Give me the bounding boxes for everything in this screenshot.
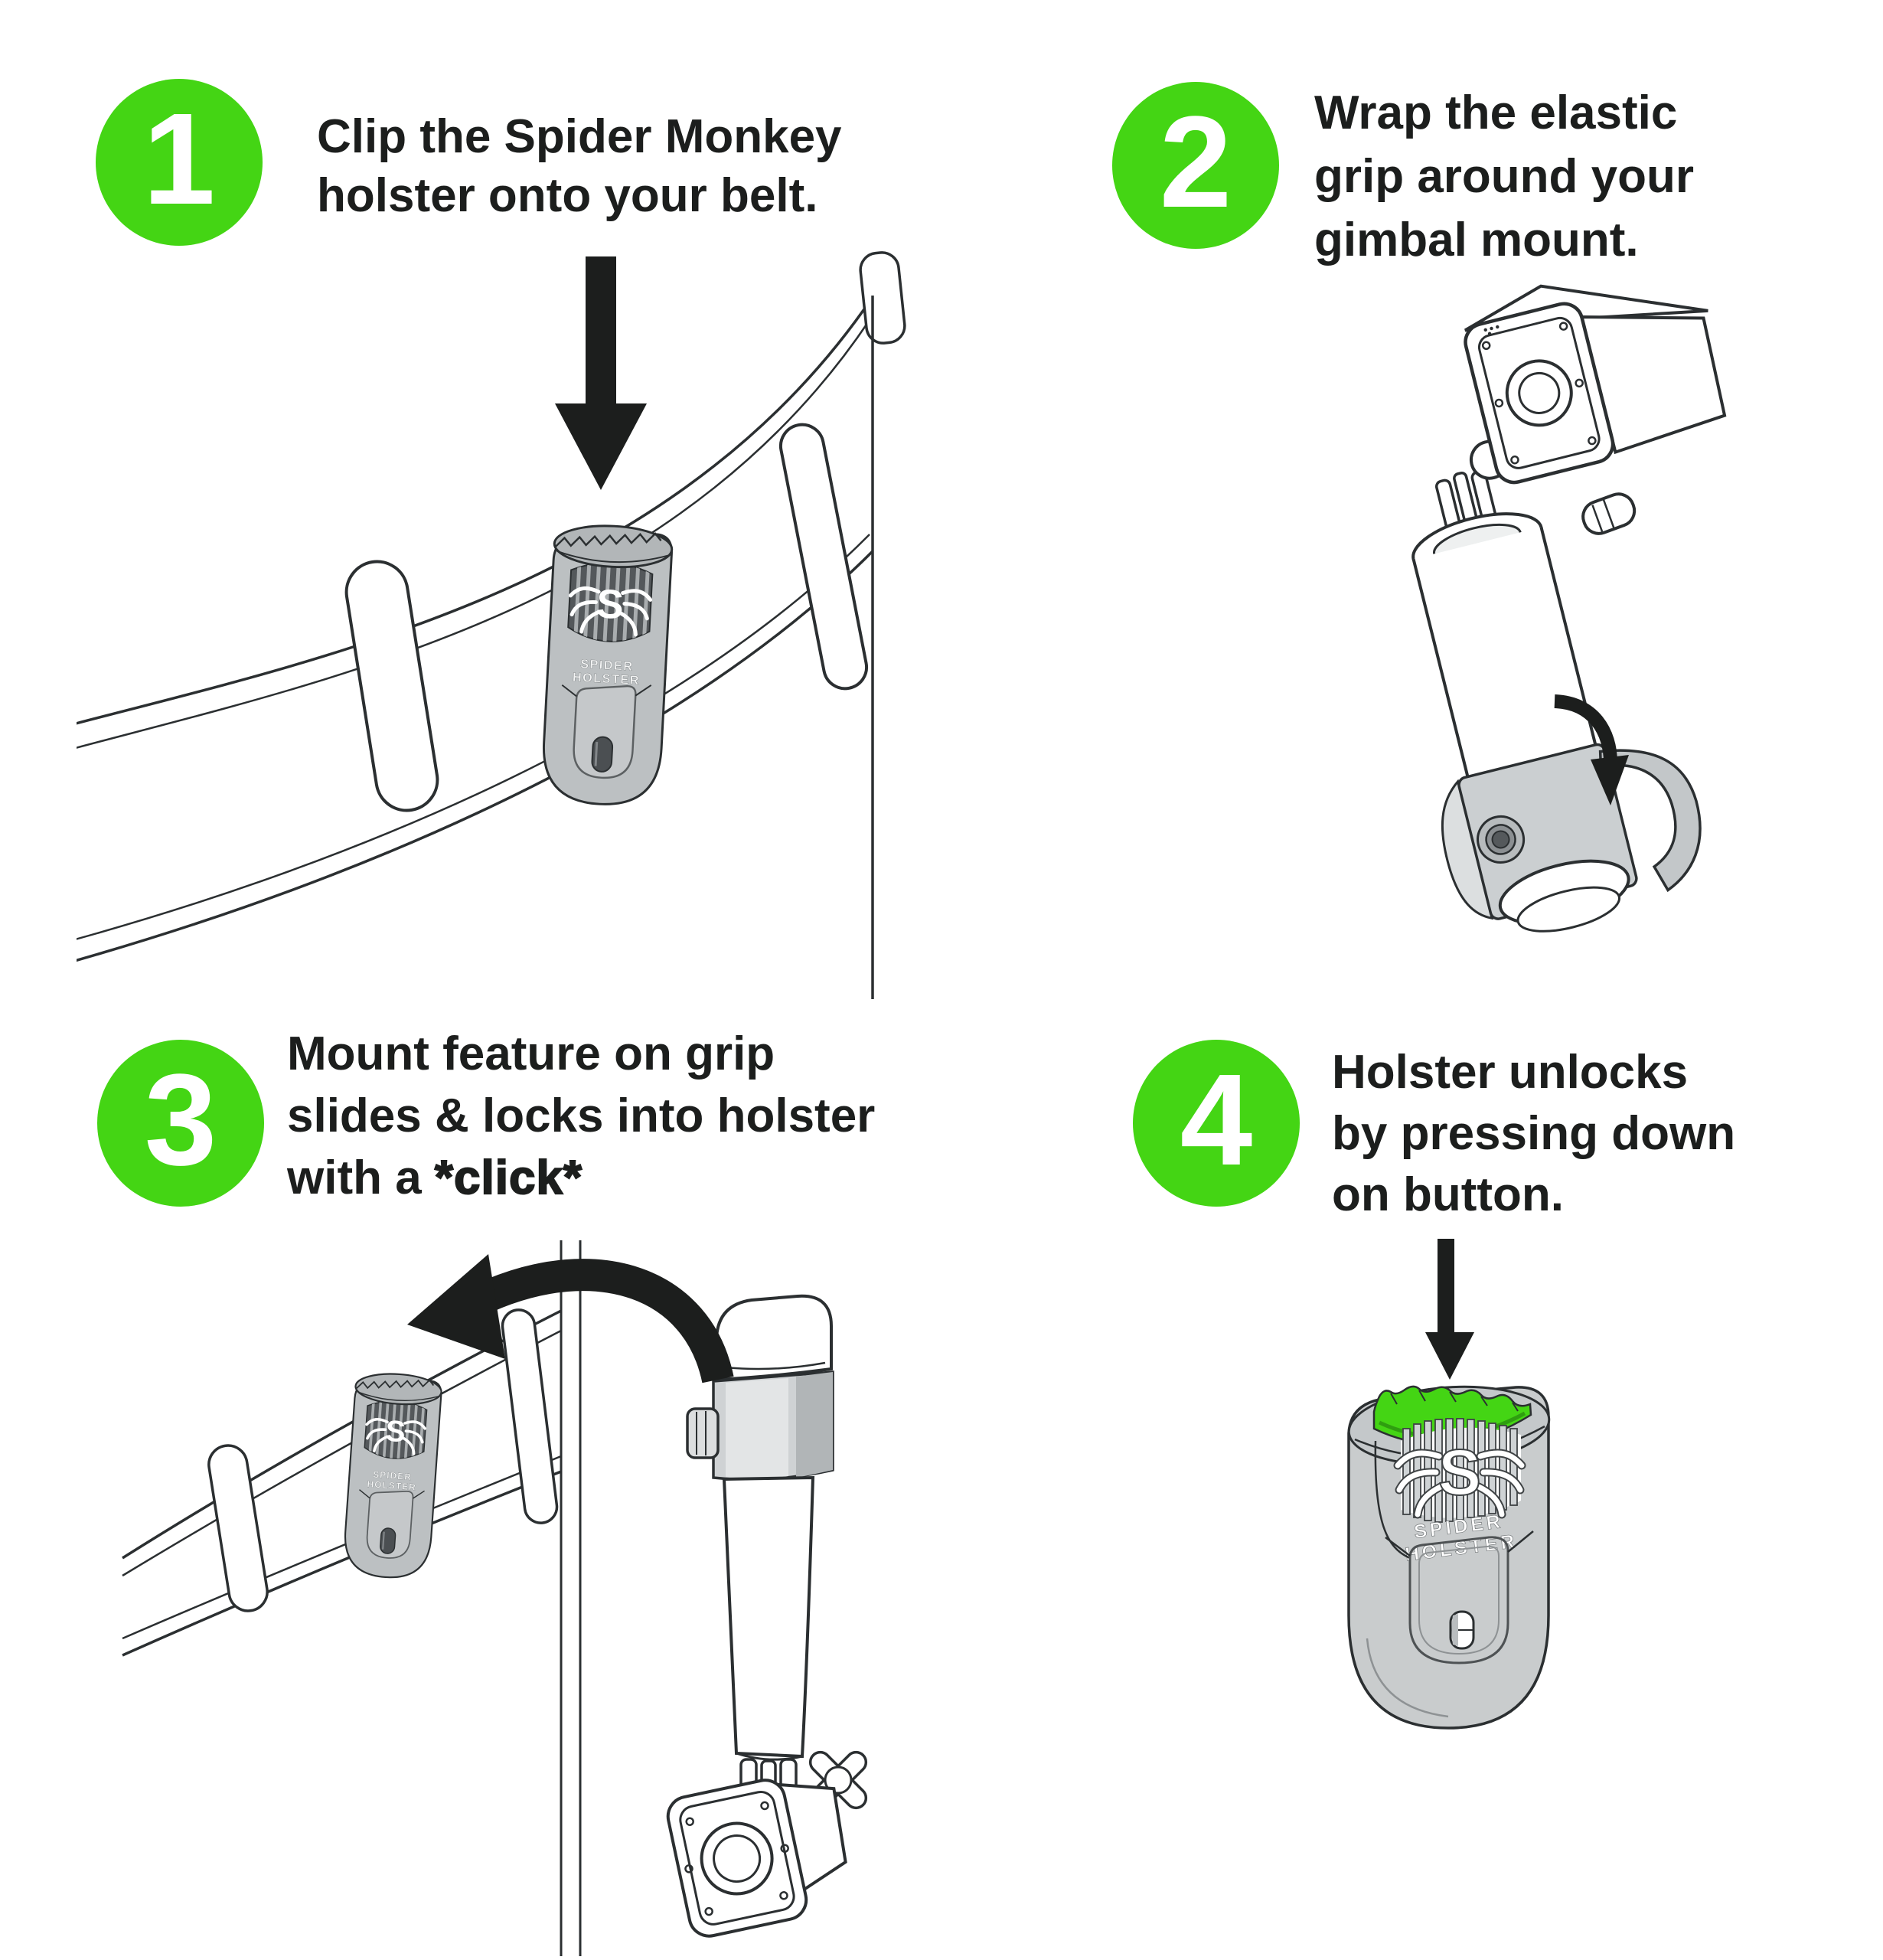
caption-line: Holster unlocks <box>1332 1046 1689 1099</box>
step-4-caption: Holster unlocks by pressing down on butt… <box>1332 1042 1735 1226</box>
wrap-direction-arrow-icon <box>1554 694 1629 805</box>
gimbal-grip-illustration <box>1411 284 1727 933</box>
caption-line: on button. <box>1332 1168 1564 1221</box>
holster-button-illustration: S SPIDER HOLSTER <box>1347 1239 1551 1730</box>
caption-line: Wrap the elastic <box>1314 87 1678 139</box>
caption-line: with a *click* <box>287 1151 583 1205</box>
step-1-badge: 1 <box>96 79 263 246</box>
caption-line: gimbal mount. <box>1314 214 1639 266</box>
mount-thumbscrew-knob <box>808 1750 868 1810</box>
camera-mic-dots <box>1483 325 1500 335</box>
mount-bolt <box>1581 492 1637 535</box>
step-3-number: 3 <box>144 1047 217 1193</box>
belt-holster-illustration <box>77 251 906 999</box>
caption-line: Clip the Spider Monkey <box>317 110 842 163</box>
step-3-caption: Mount feature on grip slides & locks int… <box>287 1023 875 1209</box>
step-4-badge: 4 <box>1133 1040 1300 1207</box>
step-4-panel: 4 Holster unlocks by pressing down on bu… <box>942 980 1883 1960</box>
belt-tip <box>859 251 906 345</box>
holster-channel <box>1385 1530 1534 1664</box>
trouser-seam-line <box>560 1240 582 1956</box>
down-arrow-icon <box>555 256 647 490</box>
camera-lens <box>1505 359 1573 427</box>
belt-loop-left <box>344 560 439 812</box>
belt-loop-left <box>207 1444 269 1612</box>
step-3-badge: 3 <box>97 1040 264 1207</box>
step-1-number: 1 <box>142 87 216 232</box>
action-camera <box>666 1779 847 1938</box>
step-2-badge: 2 <box>1112 82 1279 249</box>
belt-loop-right <box>778 423 869 691</box>
belt-loop-right <box>501 1308 559 1524</box>
click-emphasis: *click* <box>434 1151 583 1205</box>
elastic-strap-flap <box>1598 749 1702 893</box>
caption-line: grip around your <box>1314 150 1694 203</box>
press-arrow-icon <box>1425 1239 1474 1380</box>
transfer-arrow-icon <box>407 1254 734 1383</box>
dock-into-holster-illustration <box>122 1240 868 1956</box>
caption-line: Mount feature on grip <box>287 1027 775 1080</box>
strap-screw-hole <box>1477 815 1526 864</box>
step-1-panel: 1 Clip the Spider Monkey holster onto yo… <box>0 0 942 999</box>
step-1-caption: Clip the Spider Monkey holster onto your… <box>317 107 842 225</box>
belt <box>122 1309 562 1657</box>
inverted-grip <box>666 1294 868 1938</box>
holster-slot <box>1449 1610 1475 1650</box>
caption-line: holster onto your belt. <box>317 169 818 222</box>
elastic-strap-curl <box>1441 779 1494 920</box>
action-camera <box>1464 284 1727 485</box>
step-3-panel: 3 Mount feature on grip slides & locks i… <box>0 980 942 1960</box>
step-2-panel: 2 Wrap the elastic grip around your gimb… <box>942 0 1883 980</box>
belt <box>77 296 874 962</box>
caption-line: by pressing down <box>1332 1107 1736 1160</box>
spider-logo-letter: S <box>1438 1436 1481 1508</box>
holster-large: S SPIDER HOLSTER <box>1347 1385 1551 1730</box>
step-4-number: 4 <box>1180 1047 1253 1193</box>
gimbal-grip <box>1411 470 1702 933</box>
spider-logo-icon: S <box>1393 1436 1526 1519</box>
step-2-number: 2 <box>1159 90 1232 235</box>
caption-line: slides & locks into holster <box>287 1089 876 1142</box>
step-2-caption: Wrap the elastic grip around your gimbal… <box>1314 81 1694 272</box>
strap-thumbscrew <box>686 1407 720 1459</box>
